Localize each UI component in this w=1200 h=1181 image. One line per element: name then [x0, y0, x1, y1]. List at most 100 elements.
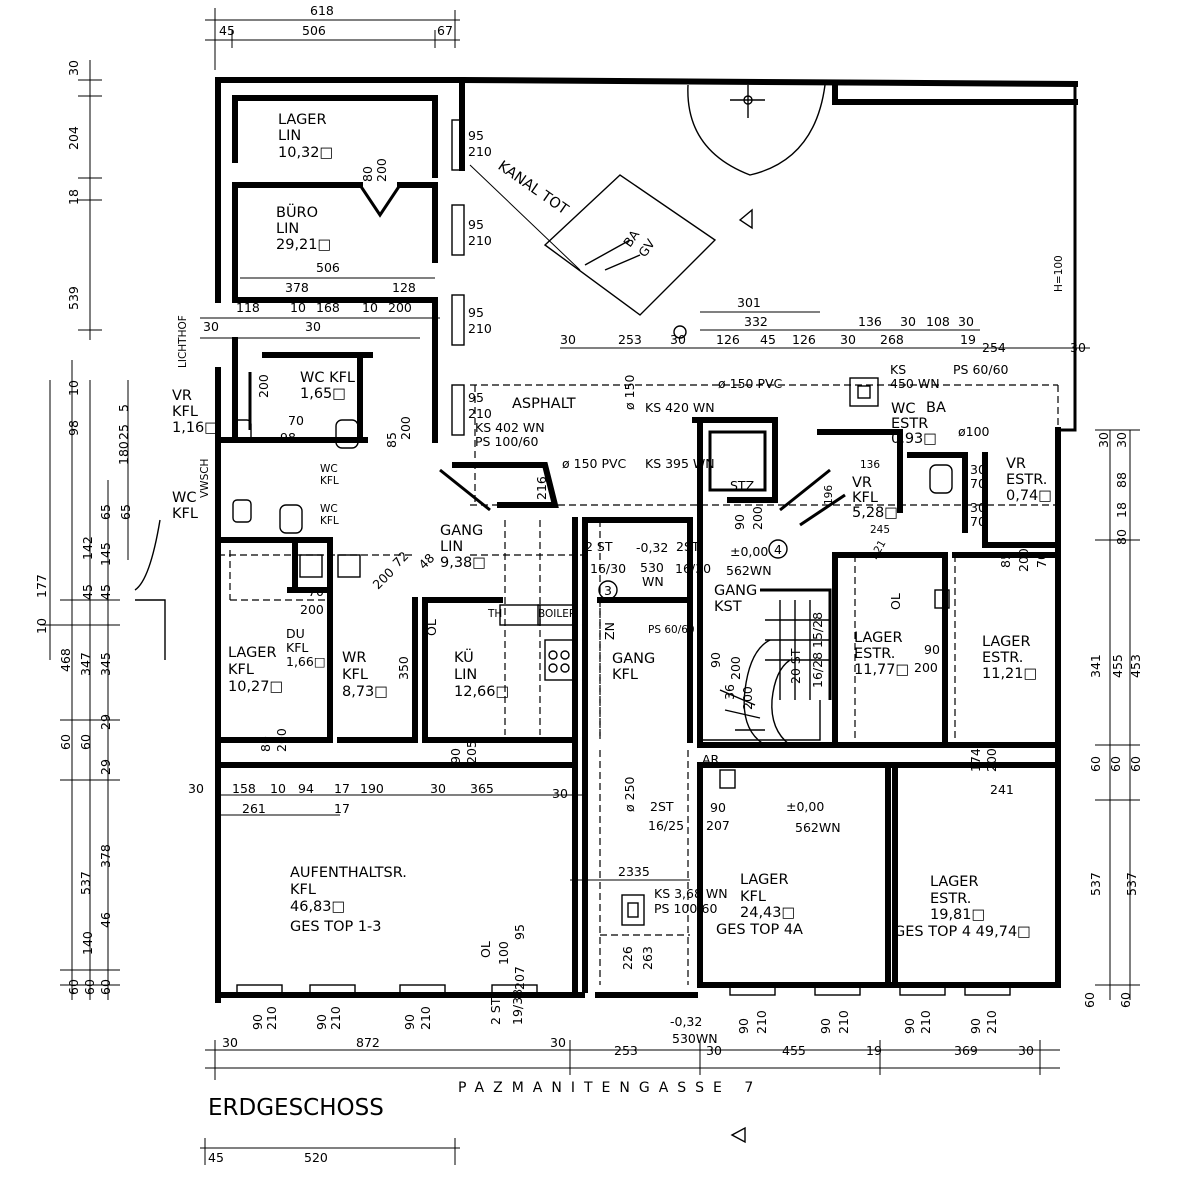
dim-210d: 210 — [468, 406, 492, 421]
dim-i200d: 200 — [914, 660, 938, 675]
dim-i263: 263 — [640, 946, 655, 970]
ann-circle-4: 4 — [774, 542, 782, 557]
dim-l140: 140 — [80, 931, 95, 955]
room-lager-estr1-l3: 11,77□ — [854, 662, 909, 678]
dim-i205: 205 — [464, 740, 479, 764]
dim-r18: 18 — [1114, 502, 1129, 518]
dim-f45: 45 — [208, 1150, 224, 1165]
dim-b19: 19 — [866, 1043, 882, 1058]
room-kue-l2: LIN — [454, 667, 477, 683]
dim-30c: 30 — [560, 332, 576, 347]
dim-95c: 95 — [468, 305, 484, 320]
dim-i30a: 30 — [970, 462, 986, 477]
dim-l65b: 65 — [118, 504, 133, 520]
ann-ratio1938: 19/38 — [510, 989, 525, 1025]
room-wr-l2: KFL — [342, 667, 368, 683]
dim-w90d: 90 — [736, 1018, 751, 1034]
plan-title: ERDGESCHOSS — [208, 1095, 384, 1121]
dim-210a: 210 — [468, 144, 492, 159]
dim-i207: 207 — [706, 818, 730, 833]
ann-ol-b: OL — [478, 941, 493, 958]
window-symbols — [134, 119, 1011, 996]
dim-l18: 18 — [66, 189, 81, 205]
dim-l145: 145 — [98, 542, 113, 566]
ann-wn530-c: 530WN — [672, 1031, 718, 1046]
dim-r80: 80 — [1114, 529, 1129, 545]
ann-ks368: KS 3,68 WN — [654, 886, 728, 901]
room-lager-top4-l2: ESTR. — [930, 891, 971, 907]
dim-i196: 196 — [823, 485, 835, 505]
dim-268: 268 — [880, 332, 904, 347]
dim-i200g: 200 — [750, 506, 765, 530]
dim-i90b: 90 — [924, 642, 940, 657]
ann-ol-a: OL — [424, 619, 439, 636]
room-lager-estr2-l3: 11,21□ — [982, 666, 1037, 682]
room-gang-kfl-l1: GANG — [612, 651, 655, 667]
dim-r30a: 30 — [1096, 432, 1111, 448]
room-wc-small2-l1: WC — [320, 503, 338, 515]
room-asphalt: ASPHALT — [512, 396, 576, 412]
dim-i207b: 207 — [512, 966, 527, 990]
ann-ratio1628: 16/28 — [810, 652, 825, 688]
dim-r60c: 60 — [1128, 756, 1143, 772]
dim-l5: 5 — [116, 404, 131, 412]
dim-45a: 45 — [219, 23, 235, 38]
room-lager-estr2-l1: LAGER — [982, 634, 1031, 650]
dim-r537b: 537 — [1124, 872, 1139, 896]
room-vr-estr-l3: 0,74□ — [1006, 488, 1052, 504]
ann-wn562-b: 562WN — [795, 820, 841, 835]
dim-m261: 261 — [242, 801, 266, 816]
room-aufenthalt-l4: GES TOP 1-3 — [290, 919, 382, 935]
dim-l204: 204 — [66, 126, 81, 150]
room-buero-l3: 29,21□ — [276, 237, 331, 253]
dim-i136: 136 — [860, 459, 880, 471]
room-buero-l1: BÜRO — [276, 203, 318, 221]
room-wc-left-l2: KFL — [172, 506, 198, 522]
dim-168: 168 — [316, 300, 340, 315]
room-lager-4a-l2: KFL — [740, 889, 766, 905]
room-vr-left-l1: VR — [172, 388, 192, 404]
dim-w90e: 90 — [818, 1018, 833, 1034]
street-name: PAZMANITENGASSE 7 — [458, 1080, 762, 1096]
dim-200a: 200 — [388, 300, 412, 315]
dim-w90f: 90 — [902, 1018, 917, 1034]
dim-l177: 177 — [34, 574, 49, 598]
dim-i70d: 70 — [970, 476, 986, 491]
dim-i36: 36 — [722, 684, 737, 700]
dim-378: 378 — [285, 280, 309, 295]
ann-2st-b: 2ST — [650, 799, 674, 814]
dim-95d: 95 — [468, 390, 484, 405]
room-lager-estr1-l2: ESTR. — [854, 646, 895, 662]
dim-w90b: 90 — [314, 1014, 329, 1030]
dim-506b: 506 — [316, 260, 340, 275]
dim-l45a: 45 — [80, 584, 95, 600]
dim-618: 618 — [310, 3, 334, 18]
dim-i30b: 30 — [970, 500, 986, 515]
dim-l345: 345 — [98, 652, 113, 676]
dim-i2335: 2335 — [618, 864, 650, 879]
dim-210c: 210 — [468, 321, 492, 336]
dim-136: 136 — [858, 314, 882, 329]
dim-30b: 30 — [305, 319, 321, 334]
dim-30h: 30 — [1070, 340, 1086, 355]
dim-i70c: 70 — [288, 413, 304, 428]
dim-i72: 72 — [390, 548, 412, 570]
room-kue-l3: 12,66□ — [454, 684, 509, 700]
dim-b455: 455 — [782, 1043, 806, 1058]
room-lager-top-l3: 10,32□ — [278, 145, 333, 161]
dim-l537: 537 — [78, 871, 93, 895]
ann-ratio1630-a: 16/30 — [590, 561, 626, 576]
ann-m032-b: -0,32 — [670, 1014, 702, 1029]
ann-wn530-b: WN — [642, 574, 664, 589]
dim-r88: 88 — [1114, 472, 1129, 488]
dim-i200b: 200 — [274, 728, 289, 752]
dim-r60d: 60 — [1082, 992, 1097, 1008]
room-vr-kfl-l1: VR — [852, 475, 872, 491]
ann-ps10060: PS 100/60 — [654, 901, 717, 916]
annotations: KS 450 WN KS 402 WN PS 100/60 KS 420 WN … — [424, 362, 1009, 1046]
room-lager-top4-l1: LAGER — [930, 874, 979, 890]
room-lager-estr1-l1: LAGER — [854, 630, 903, 646]
ann-ps100: PS 100/60 — [475, 434, 538, 449]
dim-i200: 200 — [300, 602, 324, 617]
